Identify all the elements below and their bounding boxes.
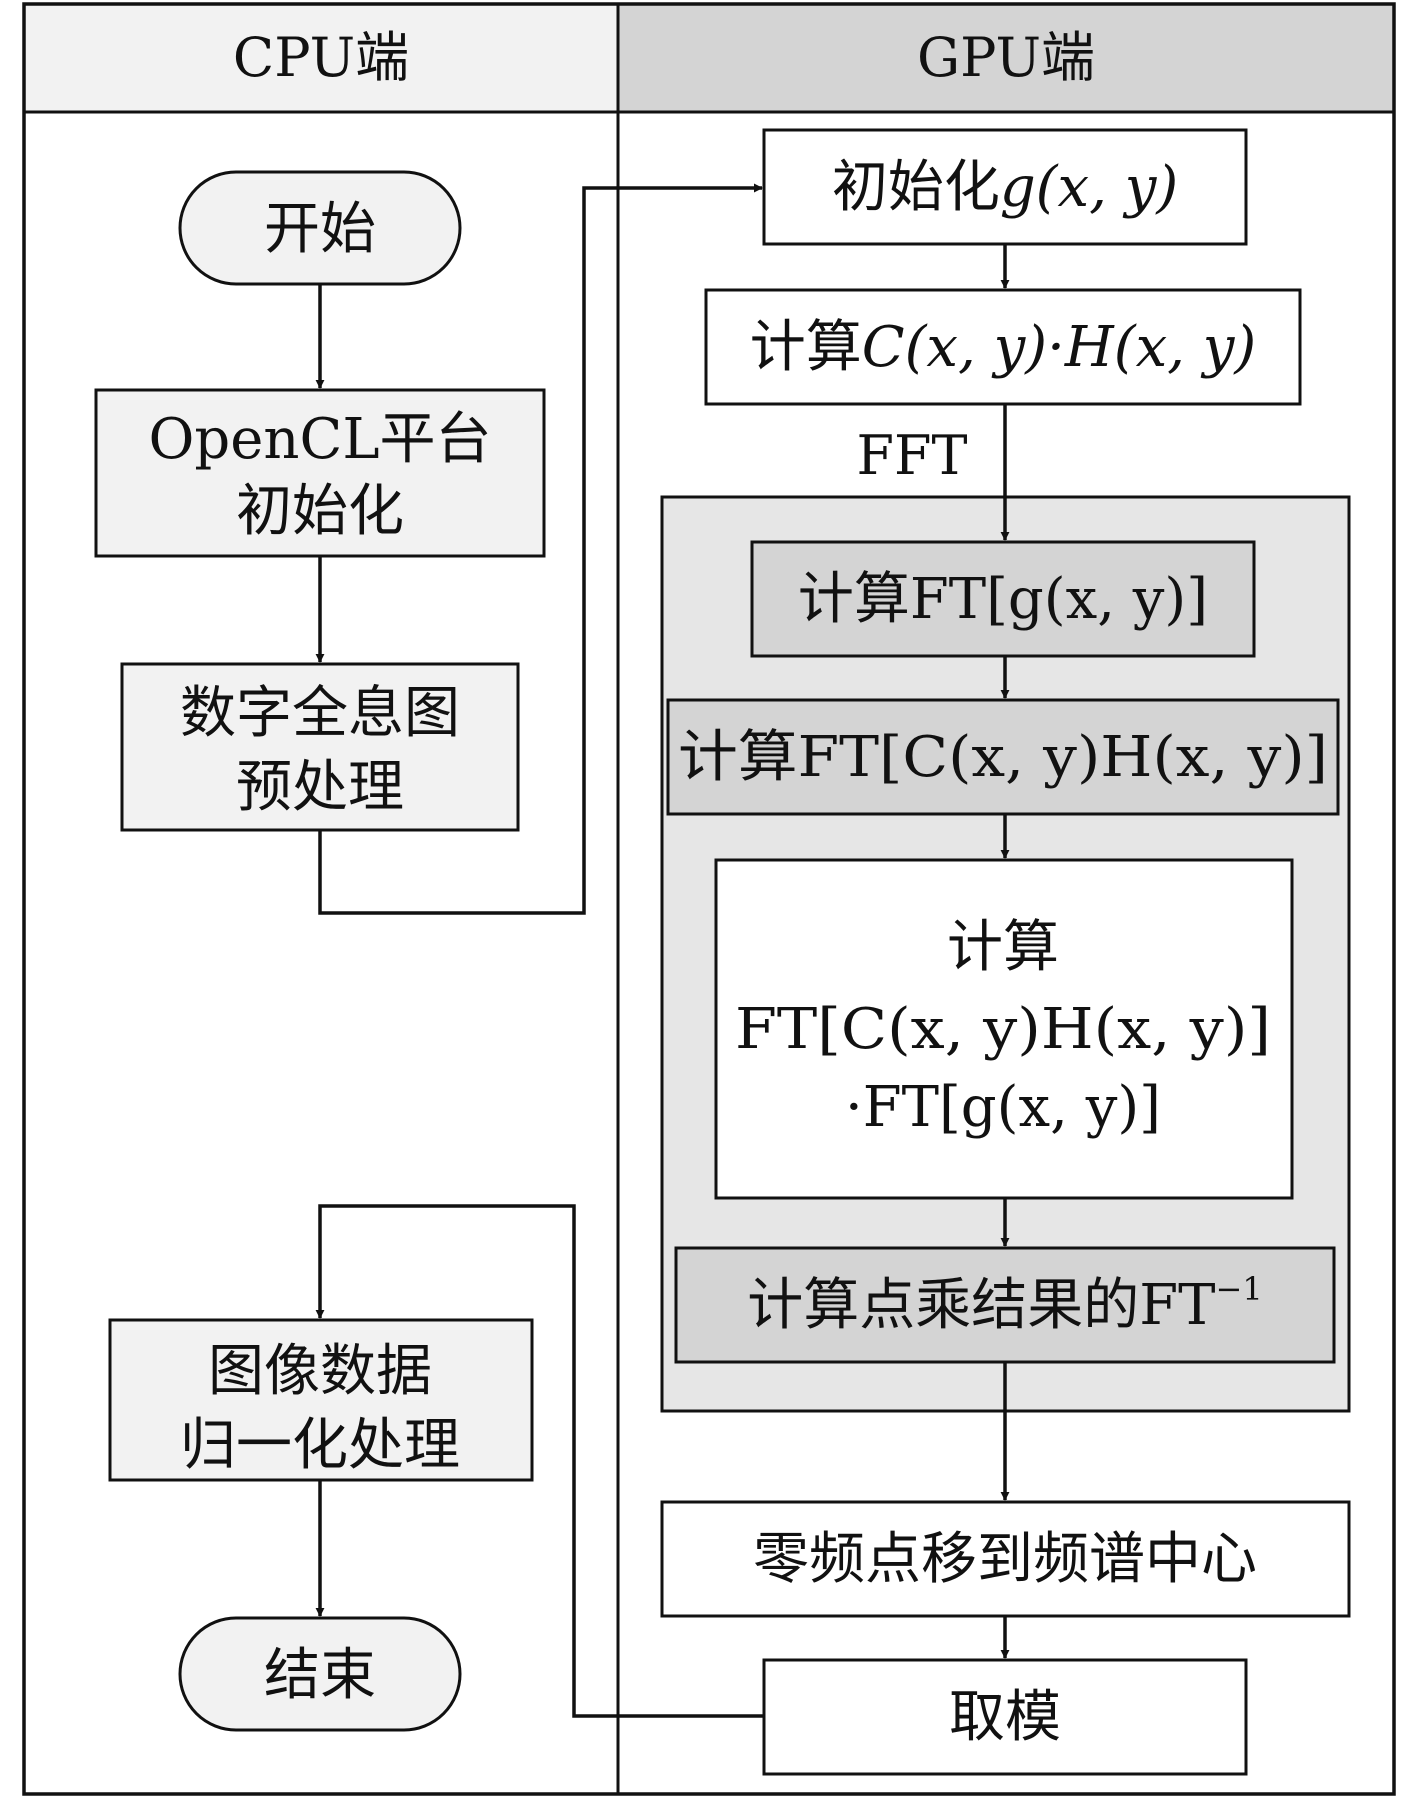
init-g-node [762, 128, 1248, 246]
product-label-2: FT[C(x, y)H(x, y)] [735, 997, 1271, 1062]
ift-label: 计算点乘结果的FT−1 [747, 1270, 1262, 1338]
ift-superscript: −1 [1216, 1270, 1263, 1308]
normalize-label-1: 图像数据 [208, 1339, 432, 1404]
product-node [714, 858, 1294, 1200]
compute-ch-node [704, 288, 1302, 406]
hologram-preprocess-node [120, 662, 520, 832]
header-cpu-bg [22, 2, 620, 114]
ft-g-formula: FT[g(x, y)] [910, 567, 1208, 632]
init-g-label: 初始化g(x, y) [832, 155, 1178, 220]
hologram-preprocess-label-1: 数字全息图 [180, 681, 460, 746]
product-label-3: ·FT[g(x, y)] [845, 1075, 1161, 1140]
header-gpu-bg [616, 2, 1396, 114]
end-label: 结束 [264, 1643, 376, 1708]
ift-node [674, 1246, 1336, 1364]
compute-ch-label: 计算C(x, y)·H(x, y) [750, 315, 1257, 380]
ft-ch-formula: FT[C(x, y)H(x, y)] [798, 725, 1328, 790]
opencl-init-node [94, 388, 546, 558]
normalize-node [108, 1318, 534, 1482]
opencl-init-label-2: 初始化 [236, 479, 404, 544]
lane-title-cpu: CPU端 [233, 26, 409, 89]
product-label-1: 计算 [947, 915, 1059, 980]
ft-g-label: 计算FT[g(x, y)] [798, 567, 1208, 632]
arrow-modulus-to-normalize [315, 1204, 764, 1718]
normalize-label-2: 归一化处理 [180, 1413, 460, 1478]
ft-ch-node [666, 698, 1340, 816]
lane-frame [22, 2, 1396, 1796]
opencl-init-label-1: OpenCL平台 [149, 407, 492, 472]
ft-g-node [750, 540, 1256, 658]
compute-ch-prefix: 计算 [750, 315, 862, 380]
ft-g-prefix: 计算 [798, 567, 910, 632]
hologram-preprocess-label-2: 预处理 [236, 755, 404, 820]
ft-ch-prefix: 计算 [678, 725, 798, 790]
start-label: 开始 [264, 197, 376, 262]
compute-ch-formula: C(x, y)·H(x, y) [862, 315, 1257, 380]
ift-text: 计算点乘结果的FT [747, 1273, 1215, 1338]
end-node [178, 1616, 462, 1732]
modulus-label: 取模 [949, 1685, 1061, 1750]
fft-label: FFT [857, 424, 968, 487]
init-g-formula: g(x, y) [1000, 155, 1178, 220]
init-g-prefix: 初始化 [832, 155, 1000, 220]
modulus-node [762, 1658, 1248, 1776]
lane-title-gpu: GPU端 [917, 26, 1095, 89]
shift-node [660, 1500, 1351, 1618]
arrow-preprocess-to-init-g [318, 183, 763, 915]
shift-label: 零频点移到频谱中心 [753, 1527, 1257, 1592]
